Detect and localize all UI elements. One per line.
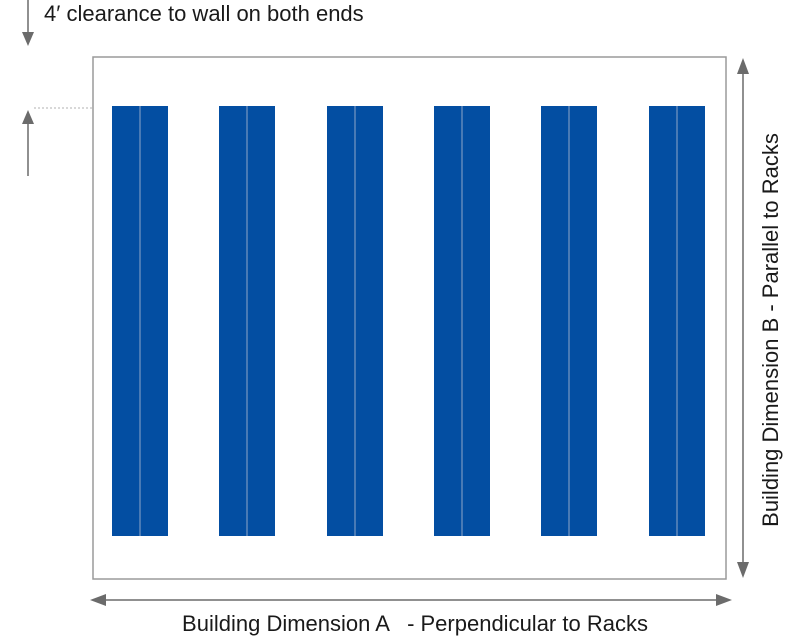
rack-2 bbox=[219, 106, 275, 536]
rack-4 bbox=[434, 106, 490, 536]
building-outline bbox=[92, 56, 727, 580]
rack-5 bbox=[541, 106, 597, 536]
clearance-note: 4′ clearance to wall on both ends bbox=[44, 1, 364, 26]
rack-6 bbox=[649, 106, 705, 536]
dimension-a-label: Building Dimension A - Perpendicular to … bbox=[182, 611, 648, 636]
dimension-b-down-arrow-icon bbox=[737, 562, 749, 578]
rack-3 bbox=[327, 106, 383, 536]
dimension-a-left-arrow-icon bbox=[90, 594, 106, 606]
clearance-indicator: 4′ clearance to wall on both ends bbox=[22, 0, 364, 176]
rack-group bbox=[112, 106, 705, 536]
clearance-up-arrow-icon bbox=[22, 110, 34, 124]
dimension-b-up-arrow-icon bbox=[737, 58, 749, 74]
dimension-a-indicator: Building Dimension A - Perpendicular to … bbox=[90, 594, 732, 636]
dimension-a-right-arrow-icon bbox=[716, 594, 732, 606]
dimension-b-label: Building Dimension B - Parallel to Racks bbox=[758, 133, 783, 527]
dimension-b-indicator: Building Dimension B - Parallel to Racks bbox=[737, 58, 783, 578]
clearance-down-arrow-icon bbox=[22, 32, 34, 46]
rack-1 bbox=[112, 106, 168, 536]
